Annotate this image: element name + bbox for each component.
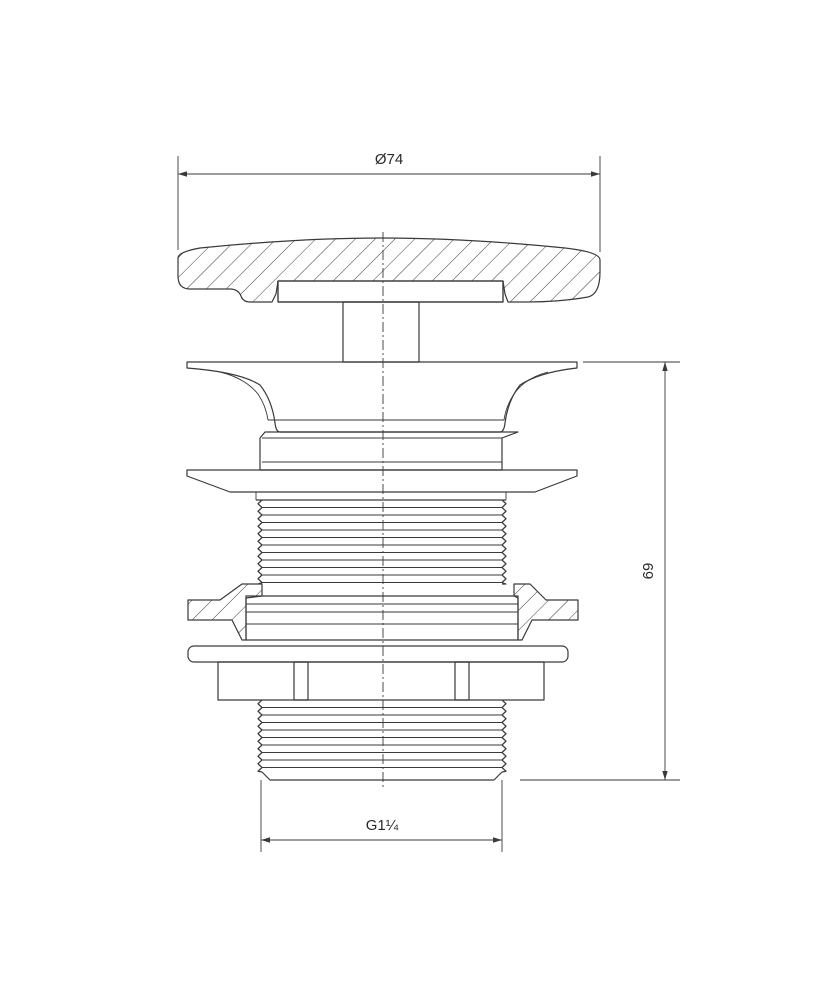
- lower-washer: [187, 645, 569, 663]
- upper-thread: [257, 499, 507, 585]
- height-label: 69: [640, 563, 657, 580]
- height-dimension: 69: [520, 361, 680, 781]
- hex-nut: [217, 661, 545, 701]
- plug-spindle: [342, 301, 420, 363]
- top-flange: [186, 361, 578, 471]
- upper-washer: [186, 469, 578, 501]
- locknut: [187, 583, 579, 641]
- plug-cap: [177, 237, 601, 303]
- lower-thread: [257, 699, 507, 781]
- diameter-dimension: Ø74: [177, 151, 601, 252]
- diameter-label: Ø74: [375, 151, 403, 168]
- thread-label: G1¼: [366, 817, 399, 834]
- thread-dimension: G1¼: [260, 780, 503, 852]
